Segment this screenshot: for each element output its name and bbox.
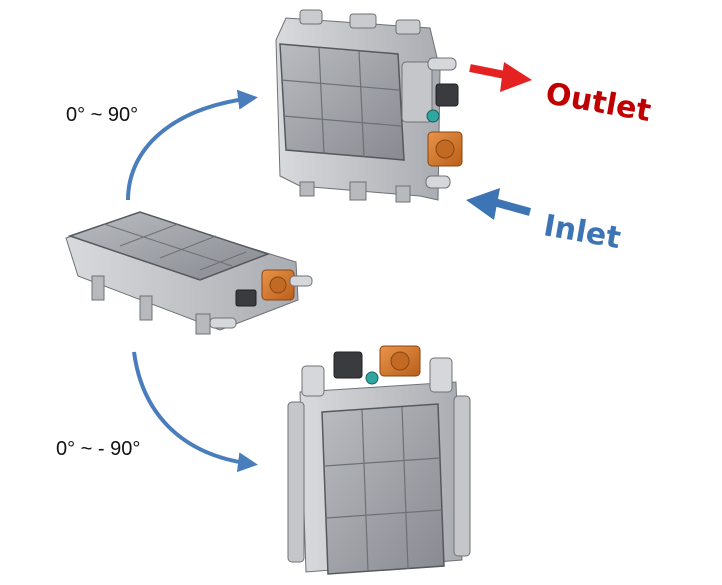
outlet-arrow — [469, 62, 532, 92]
rotation-down-label: 0° ~ - 90° — [56, 438, 141, 460]
rotation-up-arrow — [126, 89, 258, 201]
heater-reference — [65, 211, 313, 335]
heater-rotated-down — [287, 345, 471, 575]
inlet-arrow — [466, 188, 532, 220]
rotation-up-label: 0° ~ 90° — [66, 104, 139, 126]
heater-rotated-up — [275, 9, 463, 203]
rotation-down-arrow — [132, 351, 258, 473]
